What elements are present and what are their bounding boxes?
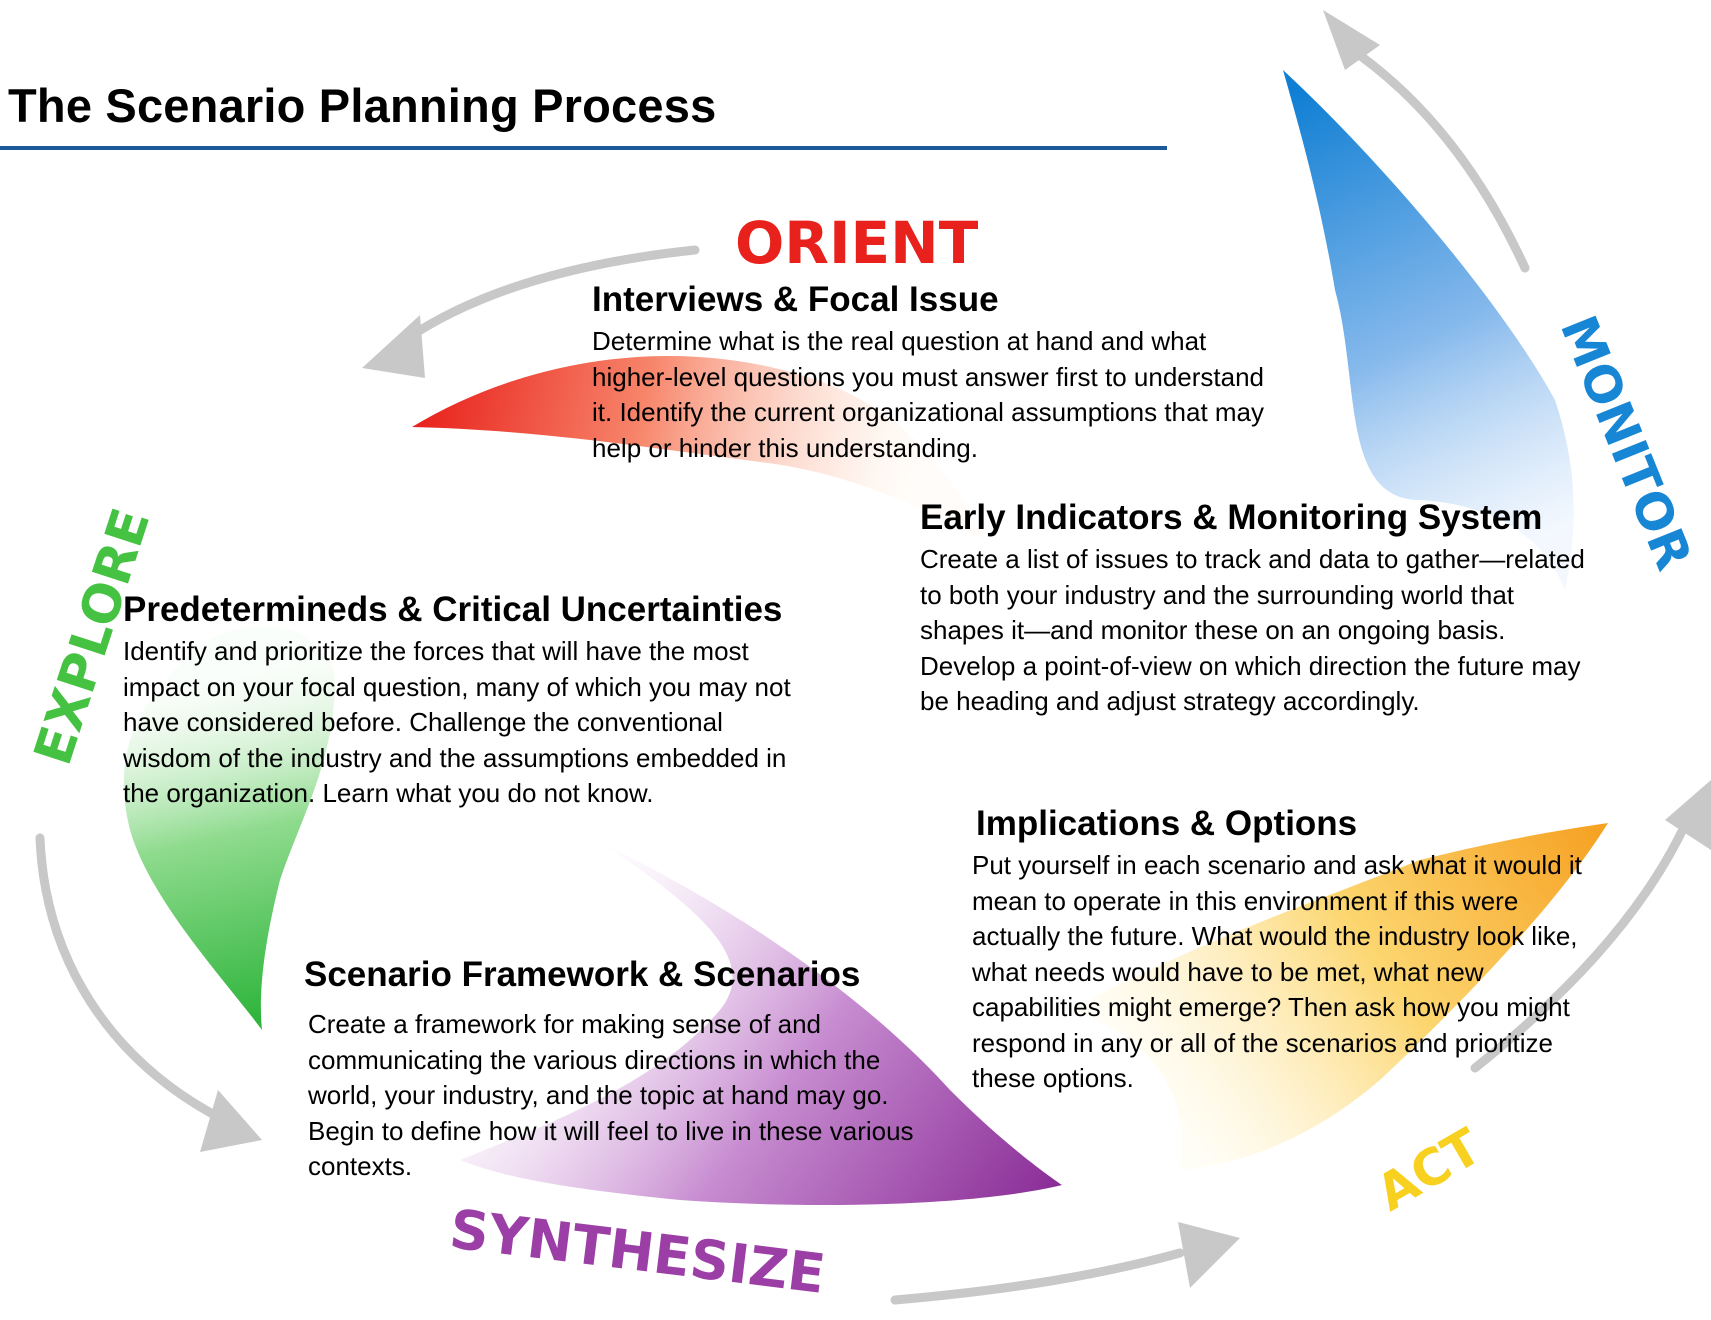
framework-block: Scenario Framework & Scenarios Create a …: [304, 955, 944, 1185]
indicators-block: Early Indicators & Monitoring System Cre…: [920, 498, 1620, 720]
monitor-swoosh: [1283, 70, 1574, 590]
stage-label-synthesize: SYNTHESIZE: [446, 1197, 828, 1305]
act-swoosh: [1070, 823, 1608, 1170]
monitor-arrowhead: [1323, 10, 1380, 70]
explore-swoosh: [123, 626, 336, 1030]
indicators-heading: Early Indicators & Monitoring System: [920, 498, 1543, 537]
page-title: The Scenario Planning Process: [8, 79, 717, 132]
interviews-heading: Interviews & Focal Issue: [592, 280, 999, 319]
monitor-arrow-shaft: [1340, 40, 1530, 273]
synthesize-swoosh: [460, 845, 1062, 1205]
predetermineds-body: Identify and prioritize the forces that …: [123, 636, 791, 808]
synthesize-arrow-shaft: [890, 1248, 1185, 1305]
stage-label-act: ACT: [1367, 1117, 1491, 1222]
framework-body: Create a framework for making sense of a…: [308, 1009, 914, 1181]
orient-arrowhead: [362, 315, 425, 378]
indicators-body: Create a list of issues to track and dat…: [920, 544, 1585, 716]
interviews-body: Determine what is the real question at h…: [592, 326, 1265, 463]
predetermineds-block: Predetermineds & Critical Uncertainties …: [123, 590, 843, 812]
synthesize-arrowhead: [1178, 1222, 1240, 1288]
explore-arrow-shaft: [35, 833, 225, 1123]
title-rule: [0, 146, 1167, 150]
stage-label-orient: ORIENT: [735, 209, 979, 277]
interviews-block: Interviews & Focal Issue Determine what …: [592, 280, 1282, 466]
implications-body: Put yourself in each scenario and ask wh…: [972, 850, 1582, 1093]
predetermineds-heading: Predetermineds & Critical Uncertainties: [123, 590, 783, 629]
framework-heading: Scenario Framework & Scenarios: [304, 955, 861, 994]
implications-heading: Implications & Options: [976, 804, 1358, 843]
act-arrow-shaft: [1470, 820, 1690, 1073]
orient-arrow-shaft: [403, 245, 700, 343]
explore-arrowhead: [200, 1090, 262, 1152]
implications-block: Implications & Options Put yourself in e…: [972, 804, 1632, 1097]
orient-swoosh: [412, 355, 985, 540]
act-arrowhead: [1665, 780, 1711, 850]
